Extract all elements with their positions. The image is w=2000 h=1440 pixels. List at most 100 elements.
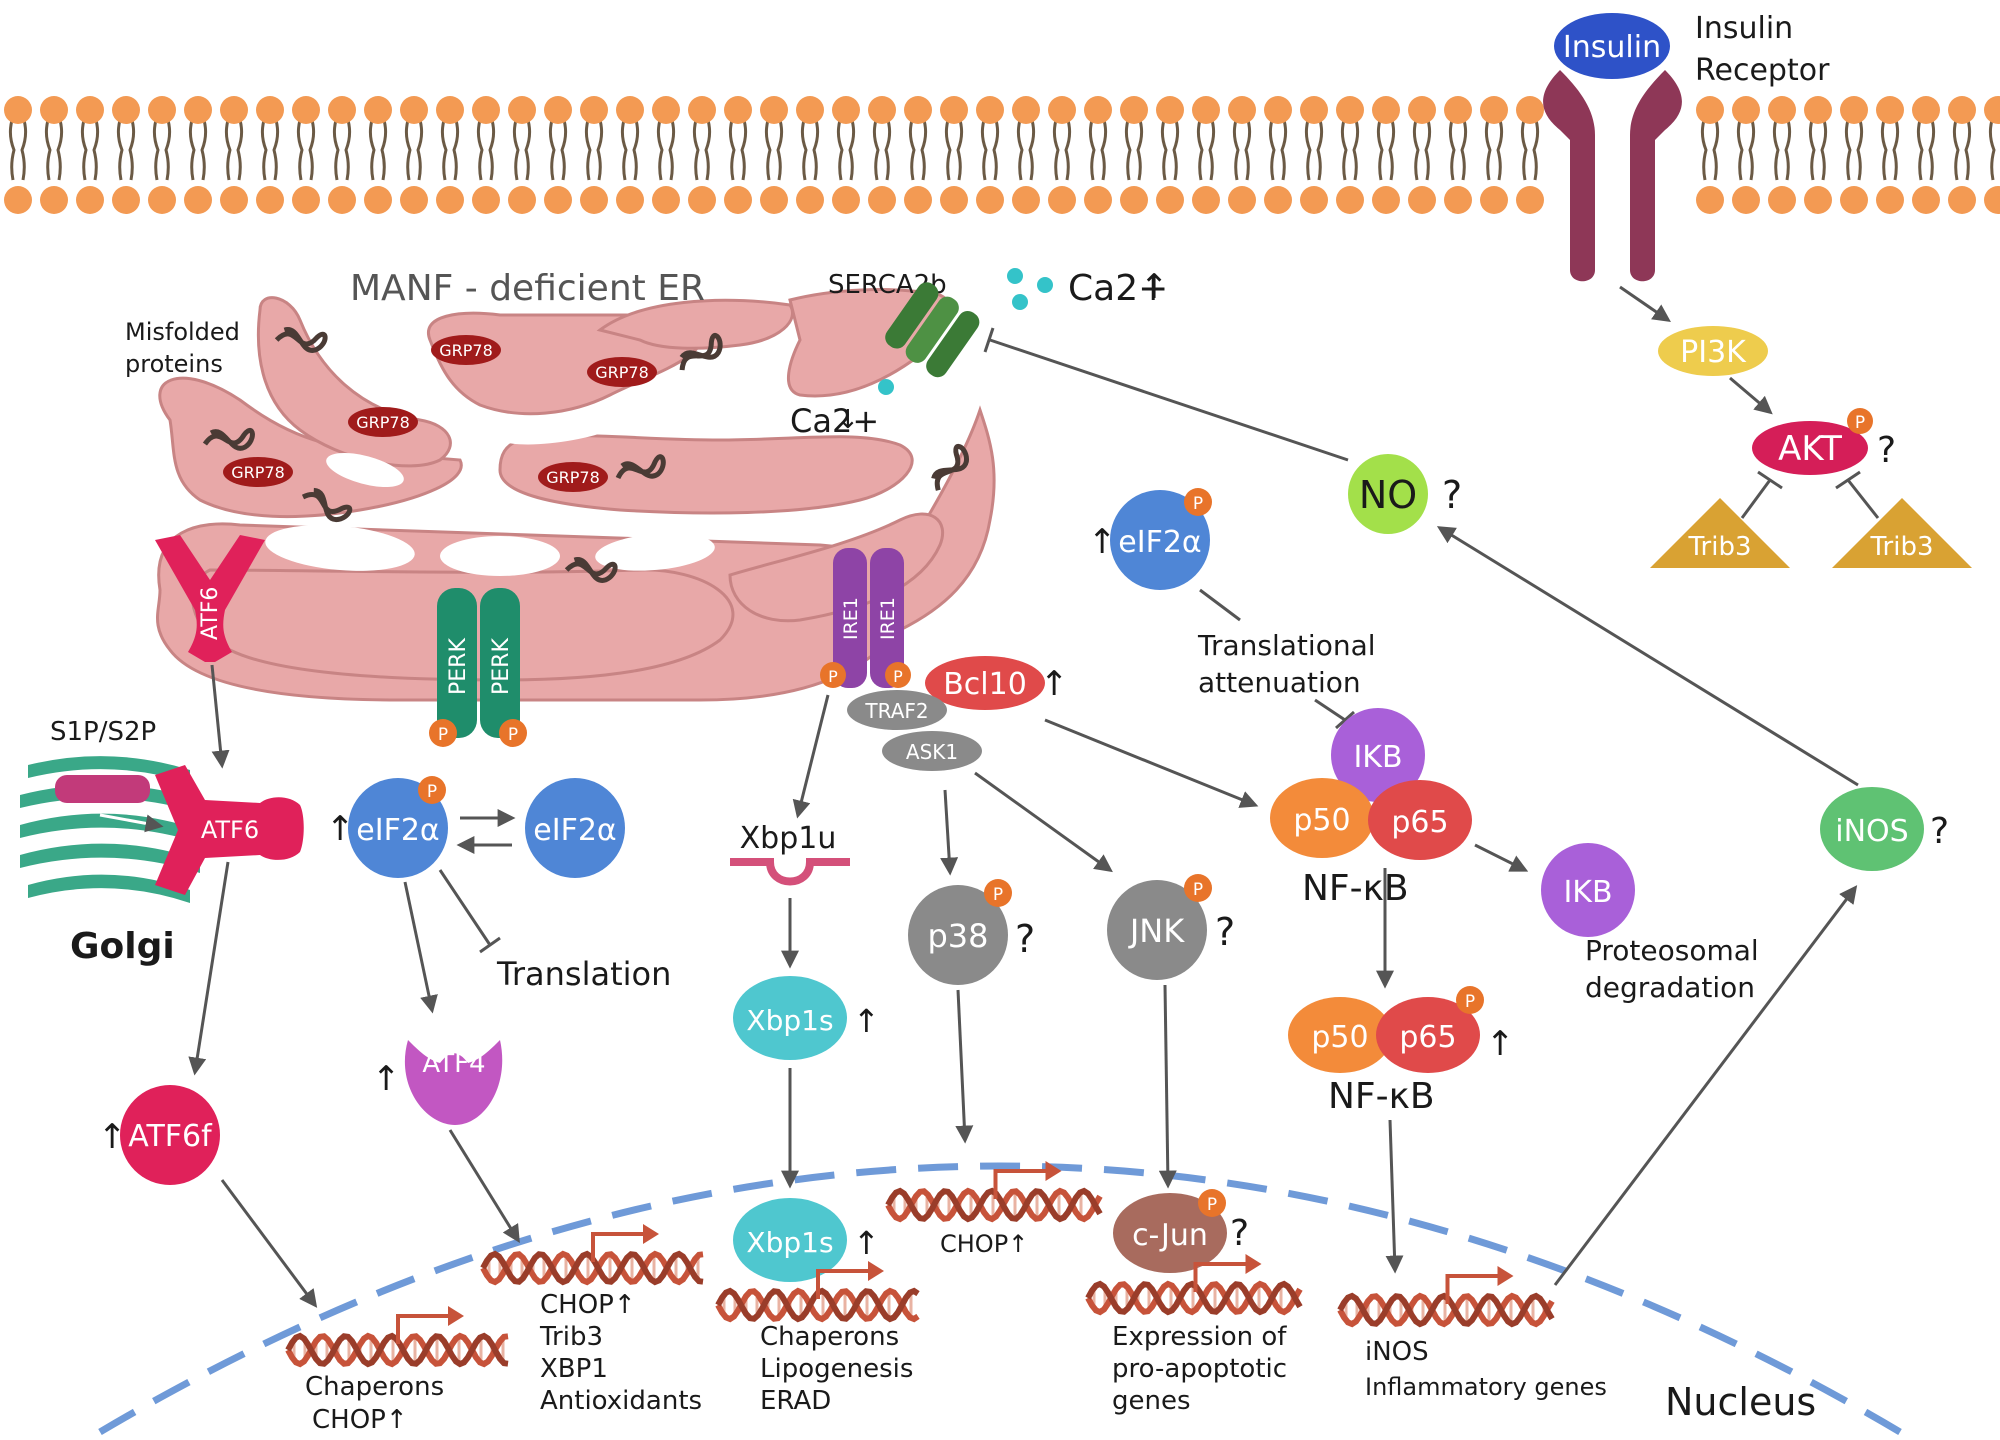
svg-text:GRP78: GRP78	[439, 341, 493, 360]
no-inhibits-serca	[989, 338, 1349, 462]
lipid-head	[76, 96, 104, 124]
lipid-head	[1372, 186, 1400, 214]
attenuation-inhibits-ikb	[1314, 698, 1346, 722]
ikb-node	[1331, 708, 1425, 802]
bcl10-node	[925, 656, 1045, 710]
lipid-head	[1696, 186, 1724, 214]
lipid-head	[436, 186, 464, 214]
lipid-head	[1912, 96, 1940, 124]
receptor-to-pi3k	[1619, 285, 1671, 323]
ire1-right-label: IRE1	[877, 597, 899, 640]
lipid-head	[724, 186, 752, 214]
gene-label-atf6-1: Chaperons	[305, 1372, 444, 1402]
lipid-head	[112, 186, 140, 214]
lipid-head	[688, 96, 716, 124]
lipid-head	[256, 186, 284, 214]
lipid-head	[364, 96, 392, 124]
lipid-head	[292, 96, 320, 124]
lipid-head	[472, 186, 500, 214]
no-node	[1348, 454, 1428, 534]
lipid-head	[796, 96, 824, 124]
lipid-head	[868, 96, 896, 124]
p50-label: p50	[1293, 803, 1350, 838]
ire1-left	[833, 548, 867, 688]
perk-phospho-left: P	[429, 719, 457, 747]
no-label: NO	[1359, 473, 1417, 517]
lipid-head	[544, 186, 572, 214]
lipid-head	[112, 96, 140, 124]
trib3-right-label: Trib3	[1869, 532, 1933, 562]
p65-node	[1368, 780, 1472, 860]
lipid-head	[1876, 96, 1904, 124]
golgi-label: Golgi	[70, 926, 175, 967]
lipid-head	[688, 186, 716, 214]
p50-active-node	[1288, 997, 1392, 1073]
svg-text:P: P	[1465, 992, 1475, 1012]
lipid-head	[1228, 186, 1256, 214]
xbp1s-cytosol-up: ↑	[853, 1002, 880, 1040]
trib3-inhibits-akt-right	[1846, 479, 1880, 519]
ire1-phospho-left: P	[820, 662, 846, 688]
lipid-head	[472, 96, 500, 124]
lipid-head	[1120, 186, 1148, 214]
dna-helix	[285, 1306, 509, 1368]
insulin-label: Insulin	[1563, 30, 1661, 65]
lipid-head	[1948, 186, 1976, 214]
lipid-head	[1840, 186, 1868, 214]
calcium-cytosol-up: ↑	[1140, 267, 1169, 307]
lipid-head	[1336, 96, 1364, 124]
dna-helix	[480, 1224, 704, 1286]
lipid-head	[40, 96, 68, 124]
svg-text:P: P	[1855, 413, 1865, 433]
lipid-head	[1768, 96, 1796, 124]
gene-label-atf4-2: Trib3	[539, 1322, 603, 1352]
gene-label-inos-2: Inflammatory genes	[1365, 1373, 1607, 1401]
inos-question: ?	[1930, 811, 1949, 852]
eif2a-phospho-node	[348, 778, 448, 878]
misfolded-label-1: Misfolded	[125, 318, 240, 346]
akt-node	[1752, 421, 1868, 475]
misfolded-protein-group	[202, 327, 969, 583]
lipid-head	[1084, 96, 1112, 124]
akt-question: ?	[1877, 430, 1896, 471]
eif2a-inhibits-translation	[438, 869, 492, 946]
lipid-head	[292, 186, 320, 214]
lipid-head	[1048, 186, 1076, 214]
lipid-head	[1732, 96, 1760, 124]
ask1-node	[882, 731, 982, 771]
grp78-chaperone: GRP78	[538, 462, 608, 492]
p65-active-label: p65	[1399, 1020, 1456, 1055]
s1p-s2p-label: S1P/S2P	[50, 717, 156, 747]
traf2-node	[847, 690, 947, 730]
gene-label-xbp-1: Chaperons	[760, 1322, 899, 1352]
misfolded-protein	[274, 327, 328, 353]
lipid-head	[76, 186, 104, 214]
calcium-cytosol-label: Ca2+	[1068, 268, 1168, 309]
translation-label: Translation	[496, 955, 671, 993]
trib3-right-triangle	[1832, 498, 1972, 568]
atf6f-node	[120, 1085, 220, 1185]
lipid-head	[1984, 186, 2000, 214]
grp78-chaperone: GRP78	[348, 407, 418, 437]
grp78-chaperone: GRP78	[223, 457, 293, 487]
p65-active-up: ↑	[1486, 1024, 1515, 1064]
gene-label-chop: CHOP↑	[940, 1230, 1028, 1258]
lipid-head	[1444, 96, 1472, 124]
ikb-degraded-label: IKB	[1563, 875, 1612, 910]
inhibit-bar	[1835, 470, 1861, 490]
cjun-question: ?	[1230, 1213, 1249, 1254]
lipid-head	[760, 96, 788, 124]
cell-membrane	[4, 96, 2000, 214]
p38-question: ?	[1015, 917, 1035, 961]
lipid-head	[400, 96, 428, 124]
lipid-head	[1408, 96, 1436, 124]
nuclear-envelope	[98, 1162, 1902, 1436]
lipid-head	[1984, 96, 2000, 124]
atf6-golgi	[155, 765, 304, 895]
lipid-head	[1444, 186, 1472, 214]
ire1-right	[870, 548, 904, 688]
lipid-head	[1480, 186, 1508, 214]
xbp1s-nucleus-up: ↑	[853, 1224, 880, 1262]
eif2a-to-attenuation	[1199, 588, 1241, 622]
